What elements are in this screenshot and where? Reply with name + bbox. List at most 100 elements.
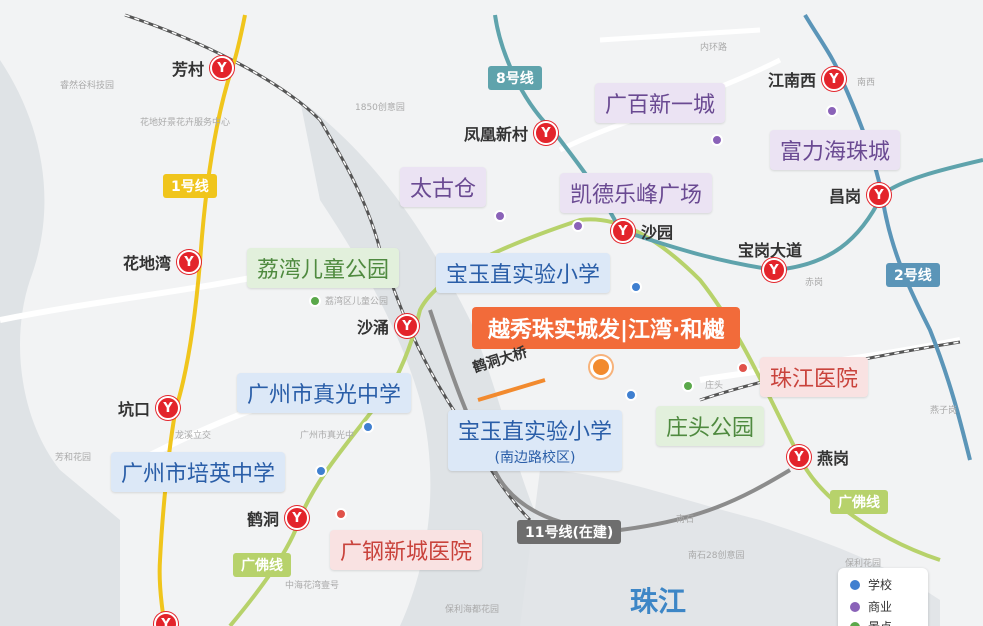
school-dot bbox=[630, 281, 642, 293]
guangfo-line-tag-right: 广佛线 bbox=[830, 490, 888, 514]
faint-label: 内环路 bbox=[700, 43, 728, 53]
poi-liwan-park[interactable]: 荔湾儿童公园 bbox=[247, 248, 400, 288]
metro-logo-icon: Y bbox=[395, 314, 420, 338]
metro-logo-icon: Y bbox=[154, 612, 178, 626]
station-baogangdadao[interactable]: 宝岗大道 bbox=[738, 237, 802, 261]
faint-label: 花地好景花卉服务中心 bbox=[140, 118, 231, 128]
station-shachong[interactable]: 沙涌 Y bbox=[357, 314, 420, 338]
station-name: 江南西 bbox=[768, 71, 817, 90]
station-bottom-partial[interactable]: Y bbox=[154, 612, 178, 626]
guangfo-line-tag-left: 广佛线 bbox=[233, 553, 291, 577]
metro-logo-icon: Y bbox=[285, 506, 310, 530]
project-location-icon[interactable] bbox=[590, 356, 612, 378]
shop-dot bbox=[572, 220, 584, 232]
faint-label: 南西 bbox=[857, 78, 876, 88]
station-kengkou[interactable]: 坑口 Y bbox=[118, 396, 181, 420]
station-shayuan[interactable]: Y 沙园 bbox=[611, 219, 673, 243]
station-name: 宝岗大道 bbox=[738, 241, 803, 260]
river-pearl-main bbox=[300, 100, 820, 626]
metro-logo-icon: Y bbox=[787, 445, 811, 469]
station-name: 昌岗 bbox=[829, 187, 862, 206]
faint-label: 南石 bbox=[676, 515, 695, 525]
metro-logo-icon: Y bbox=[156, 396, 181, 420]
faint-label: 广州市真光中 bbox=[300, 431, 355, 441]
school-dot bbox=[315, 465, 327, 477]
poi-zhujiang-hospital[interactable]: 珠江医院 bbox=[760, 357, 869, 397]
station-hedong[interactable]: 鹤洞 Y bbox=[247, 506, 310, 530]
station-name: 芳村 bbox=[172, 60, 205, 79]
station-huadiwan[interactable]: 花地湾 Y bbox=[123, 250, 202, 274]
metro-logo-icon: Y bbox=[534, 121, 559, 145]
metro-logo-icon: Y bbox=[177, 250, 202, 274]
station-name: 凤凰新村 bbox=[464, 125, 529, 144]
poi-baoyu-nanbian-name: 宝玉直实验小学 bbox=[458, 420, 613, 445]
station-name: 燕岗 bbox=[817, 449, 850, 468]
station-name: 沙园 bbox=[641, 223, 674, 242]
faint-label: 赤岗 bbox=[805, 278, 824, 288]
station-name: 花地湾 bbox=[123, 254, 172, 273]
poi-baoyu-school[interactable]: 宝玉直实验小学 bbox=[436, 253, 611, 293]
poi-guangbai[interactable]: 广百新一城 bbox=[595, 83, 726, 123]
metro-logo-icon: Y bbox=[611, 219, 635, 243]
line-1-tag: 1号线 bbox=[163, 174, 217, 198]
faint-label: 燕子岗 bbox=[930, 406, 958, 416]
poi-baoyu-nanbian[interactable]: 宝玉直实验小学 (南边路校区) bbox=[448, 410, 623, 471]
school-dot bbox=[625, 389, 637, 401]
poi-fulihai[interactable]: 富力海珠城 bbox=[770, 130, 901, 170]
poi-peiying[interactable]: 广州市培英中学 bbox=[111, 452, 286, 492]
faint-label: 荔湾区儿童公园 bbox=[325, 297, 389, 307]
station-yangang[interactable]: Y 燕岗 bbox=[787, 445, 849, 469]
station-changgang[interactable]: 昌岗 Y bbox=[829, 183, 892, 207]
poi-kaide[interactable]: 凯德乐峰广场 bbox=[560, 173, 713, 213]
hospital-dot bbox=[335, 508, 347, 520]
park-dot bbox=[309, 295, 321, 307]
railway-track-dash bbox=[124, 14, 531, 521]
school-dot-icon bbox=[850, 579, 860, 590]
line-2-tag: 2号线 bbox=[886, 263, 940, 287]
faint-label: 保利花园 bbox=[845, 559, 882, 569]
faint-label: 1850创意园 bbox=[355, 103, 405, 113]
shop-dot-icon bbox=[850, 601, 860, 612]
station-name: 坑口 bbox=[118, 400, 151, 419]
station-name: 沙涌 bbox=[357, 318, 390, 337]
legend-scenic: 景点 bbox=[850, 618, 892, 626]
metro-line-link bbox=[619, 158, 983, 273]
hospital-dot bbox=[737, 362, 749, 374]
poi-ganggang-hospital[interactable]: 广钢新城医院 bbox=[330, 530, 483, 570]
road bbox=[599, 27, 761, 43]
project-label[interactable]: 越秀珠实城发|江湾·和樾 bbox=[472, 307, 741, 349]
faint-label: 睿然谷科技园 bbox=[60, 81, 115, 91]
poi-zhenguang[interactable]: 广州市真光中学 bbox=[237, 373, 412, 413]
faint-label: 中海花湾壹号 bbox=[285, 581, 340, 591]
legend: 学校 商业 景点 bbox=[838, 568, 928, 626]
poi-taigucang[interactable]: 太古仓 bbox=[400, 167, 487, 207]
station-jiangnanxi[interactable]: 江南西 Y bbox=[768, 67, 847, 91]
line-11-tag: 11号线(在建) bbox=[517, 520, 622, 544]
station-name: 鹤洞 bbox=[247, 510, 280, 529]
scenic-dot-icon bbox=[850, 621, 860, 626]
poi-baoyu-nanbian-sub: (南边路校区) bbox=[494, 450, 576, 466]
metro-line-11 bbox=[428, 309, 792, 533]
faint-label: 保利海都花园 bbox=[445, 605, 500, 615]
metro-logo-icon: Y bbox=[867, 183, 892, 207]
river-pearl-south bbox=[520, 470, 940, 626]
legend-shop: 商业 bbox=[850, 598, 892, 615]
park-dot bbox=[682, 380, 694, 392]
river-label: 珠江 bbox=[630, 585, 687, 618]
station-fenghuangxincun[interactable]: 凤凰新村 Y bbox=[464, 121, 559, 145]
metro-logo-icon: Y bbox=[762, 258, 786, 282]
river-pearl bbox=[0, 60, 120, 626]
bridge-line bbox=[477, 378, 546, 402]
station-baogangdadao-icon[interactable]: Y bbox=[762, 258, 786, 282]
faint-label: 庄头 bbox=[705, 381, 724, 391]
station-fangcun[interactable]: 芳村 Y bbox=[172, 56, 235, 80]
line-8-tag: 8号线 bbox=[488, 66, 542, 90]
shop-dot bbox=[494, 210, 506, 222]
faint-label: 南石28创意园 bbox=[688, 551, 745, 561]
poi-zhuangtou[interactable]: 庄头公园 bbox=[656, 406, 765, 446]
faint-label: 芳和花园 bbox=[55, 453, 92, 463]
legend-school: 学校 bbox=[850, 576, 892, 593]
shop-dot bbox=[826, 105, 838, 117]
school-dot bbox=[362, 421, 374, 433]
